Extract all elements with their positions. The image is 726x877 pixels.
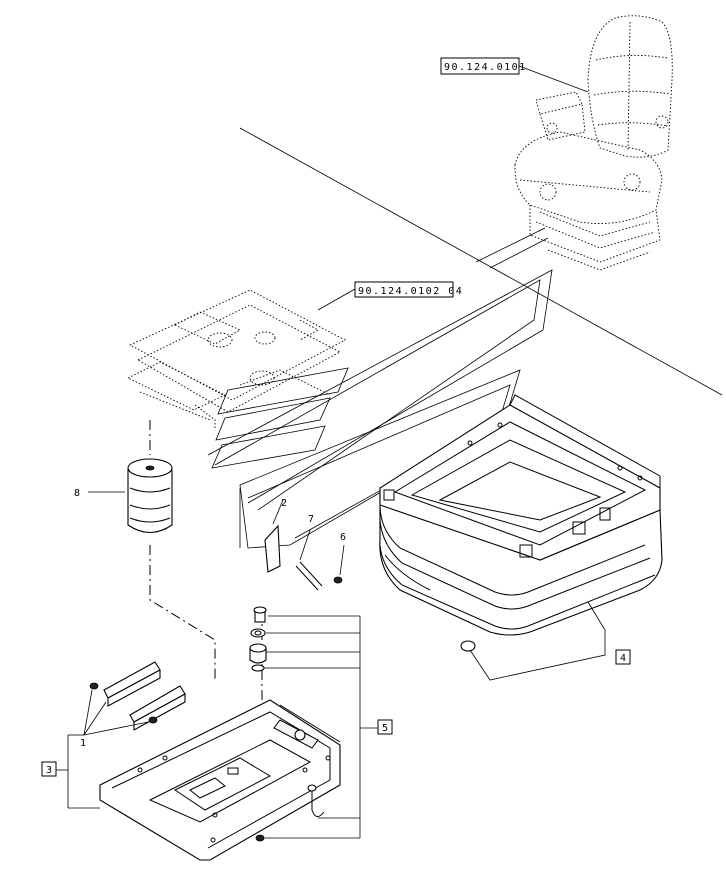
seat-pan-cushion — [379, 394, 663, 636]
callout-2: 2 — [281, 498, 287, 509]
plug-part — [460, 640, 476, 652]
section-divider-line — [239, 127, 723, 396]
base-slide-plate — [99, 699, 341, 861]
air-spring-part — [127, 458, 173, 534]
fastener-stack — [249, 606, 267, 672]
seat-leader-line — [475, 227, 546, 263]
rod-part-7 — [295, 565, 319, 591]
leader-part-1 — [83, 689, 149, 736]
callout-4: 4 — [620, 653, 626, 664]
seat-reference-label: 90.124.0101 — [444, 62, 527, 73]
suspension-reference-tag: 90.124.0102 04 — [317, 281, 463, 311]
suspension-reference-drawing — [126, 289, 346, 430]
callout-8: 8 — [74, 488, 80, 499]
leader-part-5 — [262, 615, 378, 839]
nut-part — [255, 834, 265, 842]
callout-5: 5 — [382, 723, 388, 734]
callout-box-5 — [377, 719, 393, 735]
callout-7: 7 — [308, 514, 314, 525]
bracket-part-2 — [264, 524, 281, 573]
seat-reference-drawing — [514, 15, 673, 271]
leader-part-4 — [469, 601, 606, 681]
seat-leader-line-2 — [489, 237, 549, 269]
callout-box-3 — [41, 761, 57, 777]
callout-6: 6 — [340, 532, 346, 543]
screw-part-6 — [333, 576, 343, 584]
suspension-reference-label: 90.124.0102 04 — [358, 286, 463, 297]
callout-1: 1 — [80, 738, 86, 749]
leader-part-6 — [339, 544, 345, 576]
callout-3: 3 — [46, 765, 52, 776]
callout-box-4 — [615, 649, 631, 665]
guide-rails — [89, 661, 186, 731]
centerline-2 — [149, 545, 216, 680]
seat-reference-tag: 90.124.0101 — [440, 57, 589, 93]
leader-part-7 — [299, 529, 311, 561]
leader-part-3 — [56, 734, 100, 809]
leader-part-2 — [272, 499, 284, 525]
hook-part — [307, 784, 325, 817]
